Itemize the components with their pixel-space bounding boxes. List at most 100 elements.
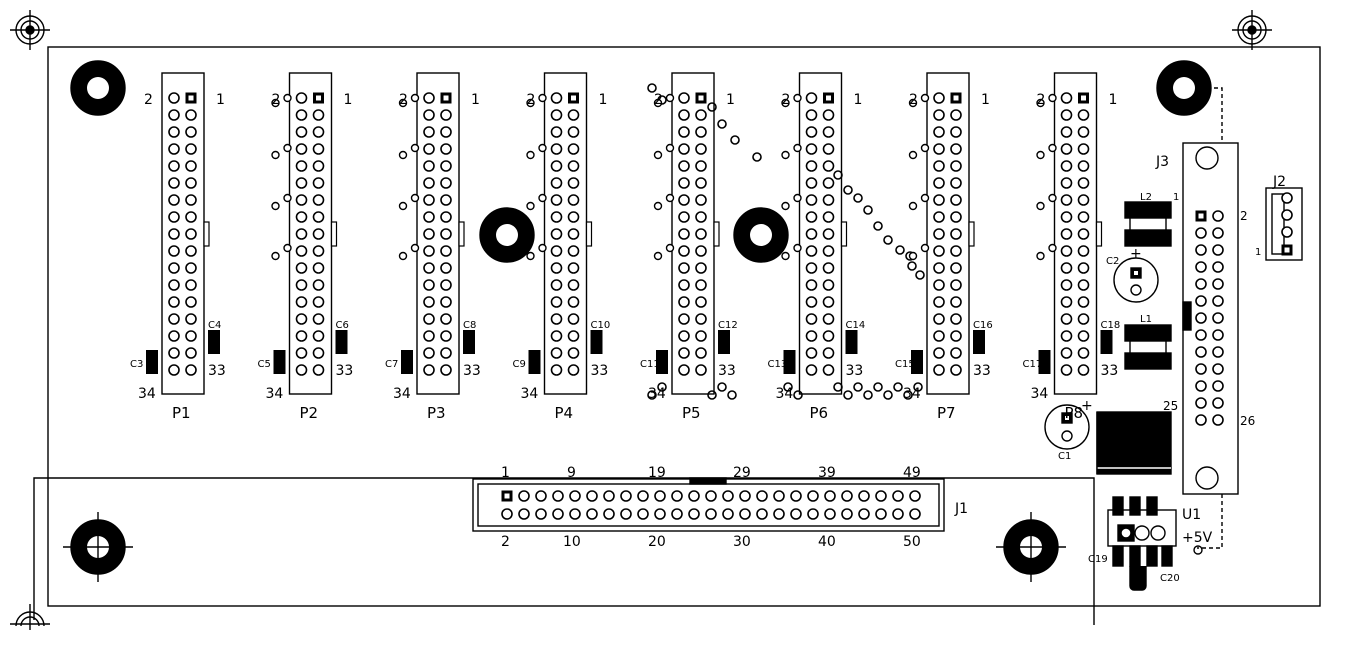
pin-pad: [550, 228, 563, 240]
header-pin1-label: 1: [599, 92, 608, 108]
via: [653, 150, 663, 160]
via-trace-p5-bottom: [647, 382, 803, 400]
pin-pad: [312, 109, 325, 121]
j2-pin-pad: [1281, 209, 1293, 221]
j3-pin2-label: 2: [1240, 209, 1248, 223]
cap-right-body: [845, 330, 858, 354]
via: [526, 150, 535, 160]
pin-pad: [695, 245, 707, 257]
pin-pad: [822, 364, 835, 376]
via: [781, 251, 790, 261]
pin-pad: [440, 177, 452, 189]
pin-pad: [822, 262, 835, 274]
l2-label: L2: [1140, 192, 1152, 203]
pin-pad: [822, 160, 835, 172]
pin-pad: [1077, 330, 1090, 342]
cap-left-body: [146, 350, 158, 374]
pin-pad: [1077, 279, 1090, 291]
via: [1036, 201, 1045, 211]
via: [283, 193, 292, 203]
pin-pad: [1060, 364, 1073, 376]
via: [793, 143, 802, 153]
pin-pad: [423, 194, 435, 206]
pin-pad: [695, 177, 707, 189]
cap-right-body: [590, 330, 603, 354]
via: [526, 98, 535, 108]
cap-right-body: [335, 330, 348, 354]
pin-pad: [1060, 313, 1073, 325]
pin-pad: [168, 279, 180, 291]
via: [781, 201, 790, 211]
j1-pin-pad: [739, 508, 751, 520]
j1-pin-pad: [722, 508, 734, 520]
j3-dashed-top: [1207, 87, 1223, 143]
header-pin33-label: 33: [718, 363, 736, 379]
pin-pad: [550, 296, 563, 308]
j1-pin-pad: [637, 490, 649, 502]
cap-right-label: C6: [336, 320, 349, 331]
pin-pad: [295, 245, 308, 257]
pin-pad: [423, 160, 435, 172]
pin-pad: [295, 313, 308, 325]
header-pin33-label: 33: [846, 363, 864, 379]
pin-pad: [295, 126, 308, 138]
pin-pad: [678, 313, 690, 325]
pin-pad: [423, 211, 435, 223]
c19-capacitor: [1112, 545, 1141, 567]
pin-pad: [440, 109, 452, 121]
pin-pad: [440, 364, 452, 376]
pin-pad: [423, 296, 435, 308]
pin-pad: [295, 330, 308, 342]
via: [781, 150, 790, 160]
pin-pad: [695, 296, 707, 308]
pin-pad: [1060, 330, 1073, 342]
pin-pad: [1060, 228, 1073, 240]
cap-right-body: [1100, 330, 1113, 354]
pin-pad: [295, 143, 308, 155]
pin-pad: [550, 313, 563, 325]
pin-pad: [822, 211, 835, 223]
pin-1-pad-hole: [826, 95, 831, 101]
pin-pad: [695, 143, 707, 155]
pin-pad: [933, 296, 945, 308]
pin-pad: [678, 92, 690, 104]
j1-pin-pad: [535, 490, 547, 502]
via: [283, 93, 292, 103]
header-pin1-label: 1: [216, 92, 225, 108]
c2-capacitor: [1113, 257, 1159, 303]
pin-pad: [933, 160, 945, 172]
cap-left-body: [401, 350, 413, 374]
cap-left-label: C9: [513, 359, 526, 370]
j1-pin-pad: [569, 508, 581, 520]
pin-pad: [550, 330, 563, 342]
pin-pad: [423, 109, 435, 121]
cap-left-body: [783, 350, 796, 374]
pin-pad: [550, 262, 563, 274]
pin-pad: [1077, 211, 1090, 223]
header-designator: P2: [300, 404, 319, 422]
pin-pad: [550, 364, 563, 376]
pin-pad: [567, 347, 580, 359]
header-connectors: 123334P1C3C4123334P2C5C6123334P3C7C81233…: [130, 72, 1120, 422]
header-pin2-label: 2: [527, 92, 536, 108]
pin-pad: [822, 245, 835, 257]
header-pin1-label: 1: [1109, 92, 1118, 108]
j1-bottom-number: 30: [733, 534, 751, 550]
header-pin1-label: 1: [981, 92, 990, 108]
pin-pad: [567, 160, 580, 172]
j1-pin-pad: [841, 490, 853, 502]
pin-pad: [440, 262, 452, 274]
pin-pad: [1060, 279, 1073, 291]
pin-pad: [933, 330, 945, 342]
board-outline-art: [10, 10, 1321, 630]
pin-pad: [822, 126, 835, 138]
pin-pad: [950, 347, 962, 359]
pin-pad: [423, 245, 435, 257]
via: [920, 193, 930, 203]
via: [526, 201, 535, 211]
header-pin1-label: 1: [854, 92, 863, 108]
header-designator: P4: [555, 404, 574, 422]
j1-pin-pad: [824, 490, 836, 502]
pin-pad: [695, 279, 707, 291]
pin-pad: [423, 313, 435, 325]
